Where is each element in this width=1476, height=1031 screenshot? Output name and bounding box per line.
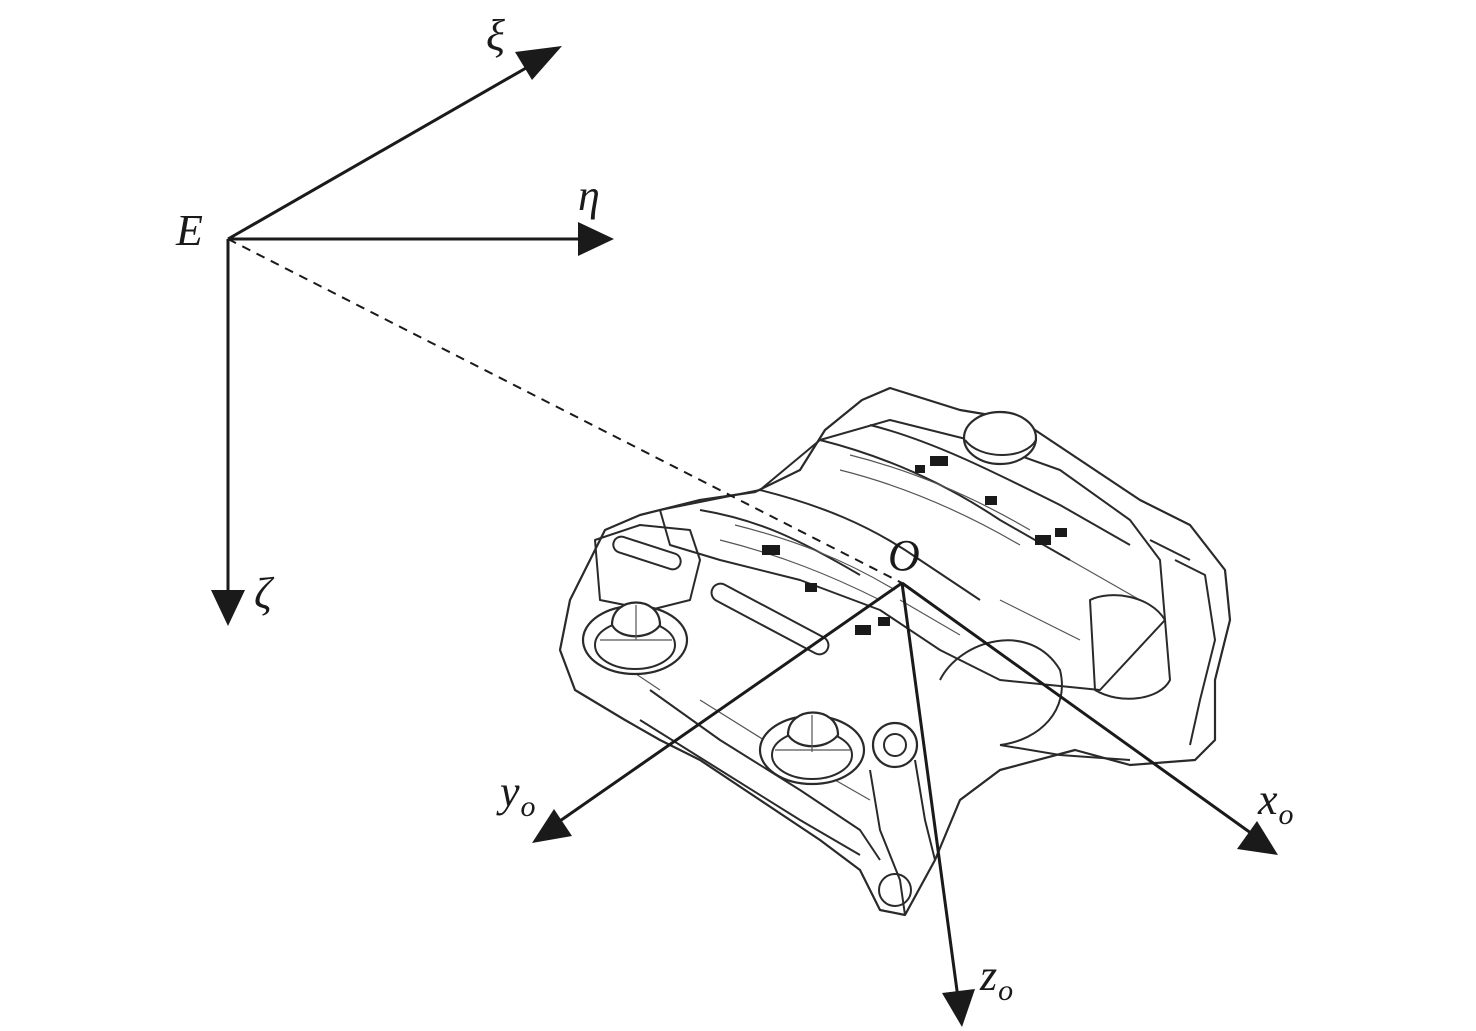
body-fixed-frame: O xo yo zo (496, 531, 1294, 1027)
rov-right-frame (1149, 539, 1216, 746)
rov-left-rail (594, 524, 701, 611)
rov-deck-ridge-2 (759, 489, 981, 601)
rov-side-skid (639, 689, 881, 861)
rov-left-slot-2 (710, 582, 830, 656)
rov-marking (1035, 535, 1051, 545)
rov-deck-hatch-3 (899, 559, 1141, 641)
rov-marking (915, 465, 925, 473)
rov-deck-hatch-2 (839, 454, 1031, 546)
rov-hull-outline (558, 386, 1232, 917)
body-x-axis (901, 581, 1256, 838)
rov-deck-ridge-4 (869, 424, 1131, 546)
z-axis-label: zo (979, 951, 1013, 1007)
rov-front-pod (871, 721, 919, 769)
rov-deck-hatch-1 (719, 524, 896, 601)
body-origin-label: O (888, 531, 920, 580)
earth-origin-label: E (175, 206, 203, 255)
rov-thruster-front-right-dome (786, 711, 840, 748)
earth-zeta-arrowhead (211, 590, 245, 626)
body-x-arrowhead (1237, 821, 1278, 855)
body-z-arrowhead (942, 989, 975, 1027)
earth-xi-arrowhead (515, 46, 562, 80)
earth-eta-arrowhead (578, 222, 614, 256)
rov-marking (805, 583, 817, 592)
rov-thruster-front-right-blades (775, 715, 850, 752)
rov-deck-ridge-3 (819, 439, 1071, 561)
rov-right-block (1089, 594, 1171, 700)
rov-deck-ridge-1 (699, 509, 861, 576)
rov-left-slot-1 (612, 535, 682, 571)
body-y-axis (556, 581, 903, 825)
rov-front-pod-inner (883, 733, 907, 757)
x-axis-label: xo (1257, 775, 1294, 831)
rov-marking (930, 456, 948, 466)
rov-thruster-front-left-blades (600, 605, 672, 641)
rov-marking (878, 617, 890, 626)
rov-rear-dome-band (964, 439, 1037, 456)
rov-marking (1055, 528, 1067, 537)
rov-front-frame (869, 759, 936, 916)
earth-fixed-frame: E ξ η ζ (175, 11, 903, 626)
earth-xi-axis (227, 58, 541, 241)
body-z-axis (900, 582, 960, 999)
rov-mid-bulge (939, 639, 1063, 746)
rov-front-bumper (878, 873, 912, 907)
rov-lower-frame (959, 744, 1131, 801)
position-vector-dashed (227, 238, 903, 584)
rov-rear-dome (962, 410, 1038, 466)
rov-vehicle-drawing (558, 386, 1232, 917)
rov-marking (762, 545, 780, 555)
xi-axis-label: ξ (486, 11, 505, 60)
y-axis-label: yo (496, 767, 536, 823)
rov-marking (985, 496, 997, 505)
zeta-axis-label: ζ (254, 569, 275, 618)
rov-marking (855, 625, 871, 635)
eta-axis-label: η (578, 171, 600, 220)
body-y-arrowhead (532, 809, 572, 843)
